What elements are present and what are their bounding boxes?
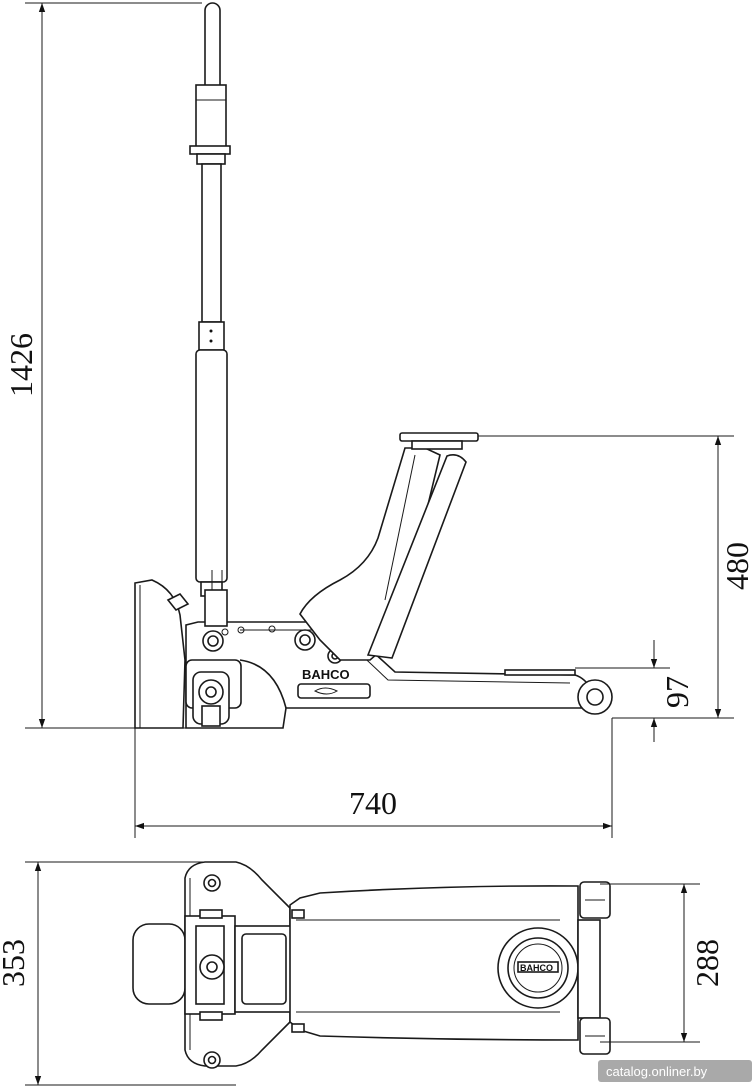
front-wheel [192, 671, 230, 727]
main-body-top [289, 885, 579, 1041]
side-view-dimensions: 1426 480 97 740 [3, 2, 752, 838]
dimension-wheelbase: 288 [689, 939, 725, 987]
dimension-width-total: 353 [0, 939, 31, 987]
lift-arm [204, 432, 479, 661]
front-wheel-top [132, 923, 186, 1005]
saddle [399, 432, 479, 442]
watermark: catalog.onliner.by [598, 1060, 752, 1082]
dimension-height-total: 1426 [3, 333, 39, 397]
dimension-length: 740 [349, 785, 397, 821]
watermark-text: catalog.onliner.by [606, 1064, 708, 1079]
front-guard [134, 579, 190, 729]
dimension-lift-min: 97 [659, 676, 695, 708]
brand-label: BAHCO [302, 667, 350, 682]
chassis: BAHCO [185, 621, 613, 729]
top-view: BAHCO [132, 861, 611, 1069]
top-view-dimensions: 353 288 [0, 861, 725, 1086]
saddle-brand-label: BAHCO [520, 963, 553, 973]
dimension-lift-max: 480 [719, 542, 752, 590]
brand-plate [297, 683, 371, 699]
handle [189, 2, 231, 597]
side-view: BAHCO [134, 2, 613, 729]
